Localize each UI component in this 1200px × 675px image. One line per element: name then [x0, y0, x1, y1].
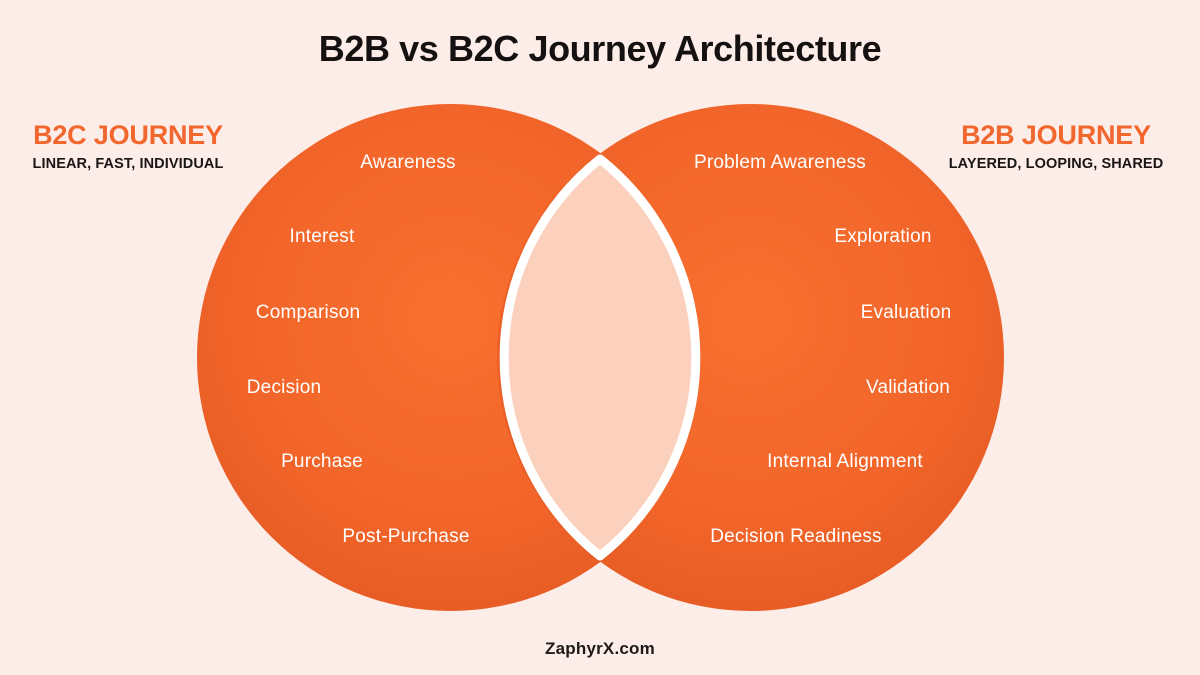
b2b-stage-evaluation: Evaluation: [860, 302, 952, 323]
b2b-stage-exploration: Exploration: [834, 226, 932, 247]
page-title: B2B vs B2C Journey Architecture: [318, 28, 882, 69]
b2c-header-subtitle: LINEAR, FAST, INDIVIDUAL: [32, 156, 224, 172]
b2b-stage-problem-awareness: Problem Awareness: [693, 152, 867, 173]
footer-brand: ZaphyrX.com: [545, 639, 655, 658]
b2b-stage-validation: Validation: [865, 377, 951, 398]
b2c-stage-comparison: Comparison: [255, 302, 361, 323]
b2c-stage-awareness: Awareness: [360, 152, 456, 173]
b2b-stage-internal-alignment: Internal Alignment: [767, 451, 923, 472]
b2c-stage-post-purchase: Post-Purchase: [342, 526, 470, 547]
b2c-stage-purchase: Purchase: [281, 451, 363, 472]
b2b-header-subtitle: LAYERED, LOOPING, SHARED: [948, 156, 1164, 172]
b2c-stage-interest: Interest: [289, 226, 355, 247]
b2b-header-title: B2B JOURNEY: [961, 120, 1151, 150]
b2c-header: B2C JOURNEY LINEAR, FAST, INDIVIDUAL: [17, 120, 239, 172]
b2c-stage-decision: Decision: [246, 377, 322, 398]
b2b-stage-decision-readiness: Decision Readiness: [710, 526, 882, 547]
b2c-header-title: B2C JOURNEY: [33, 120, 223, 150]
b2b-header: B2B JOURNEY LAYERED, LOOPING, SHARED: [945, 120, 1167, 172]
